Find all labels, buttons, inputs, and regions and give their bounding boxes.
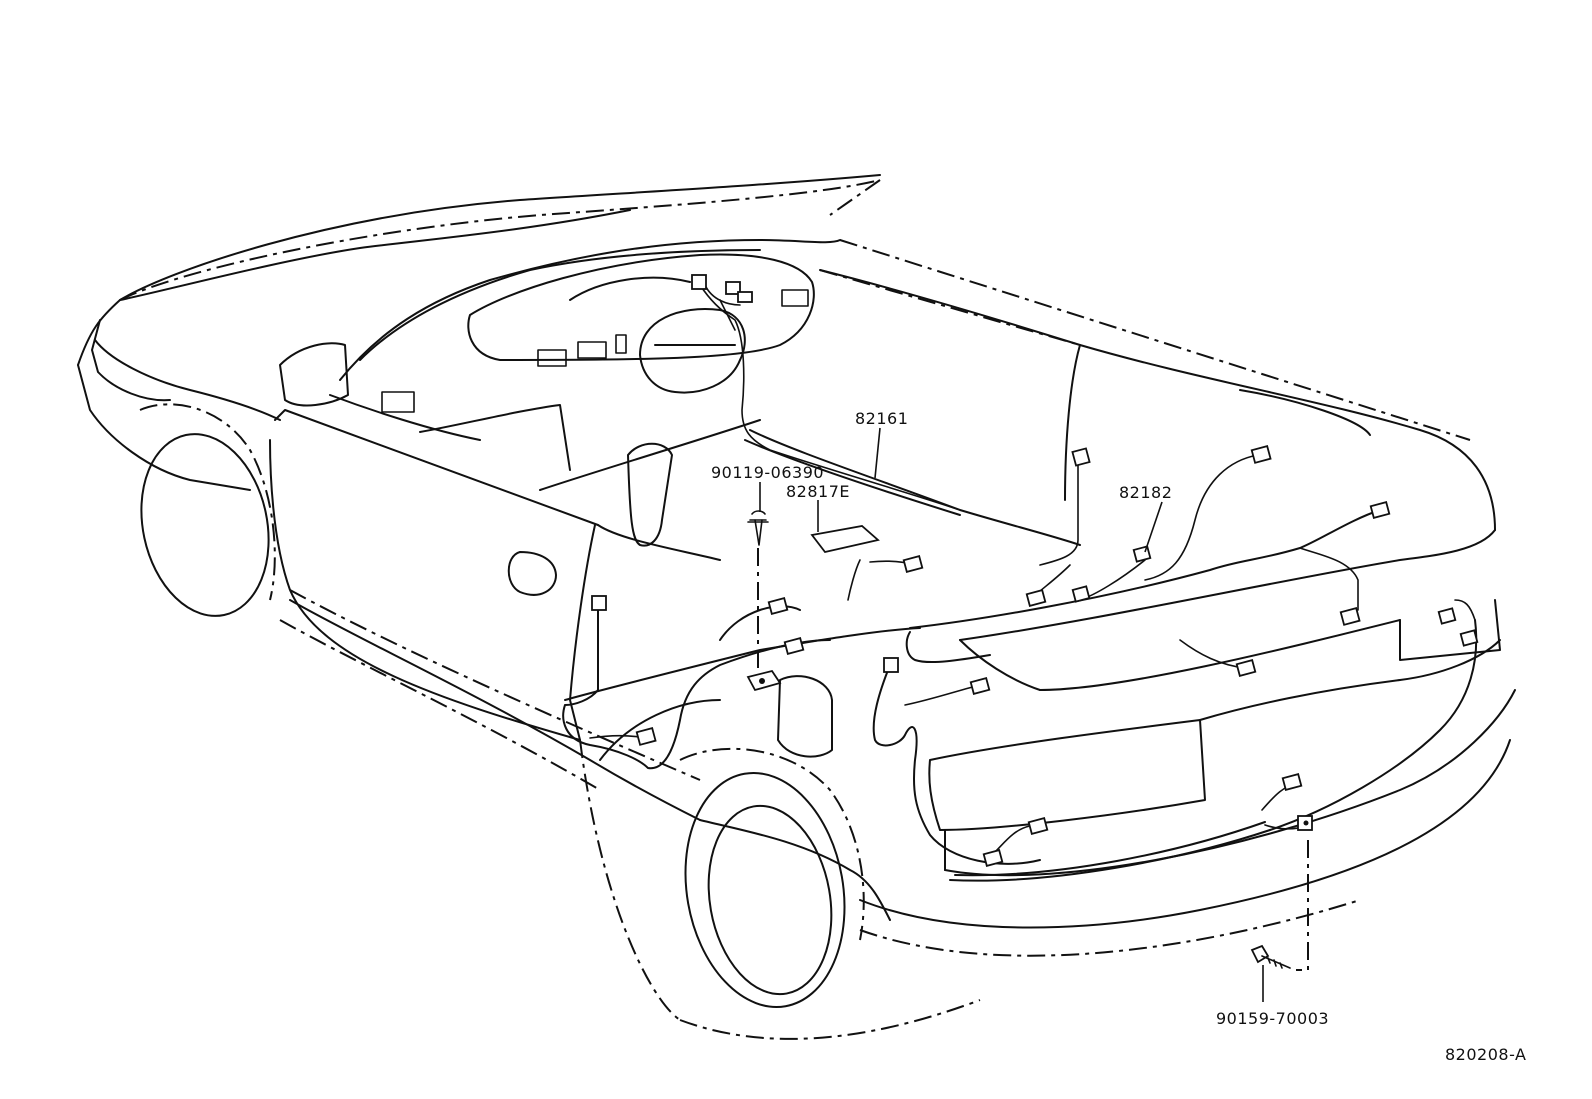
- label-82817e: 82817E: [786, 482, 850, 501]
- screw-icon: [1250, 944, 1291, 969]
- label-90159-70003: 90159-70003: [1216, 1009, 1329, 1028]
- connectors: [591, 274, 1479, 867]
- part-labels: 82161 90119-06390 82817E 82182 90159-700…: [711, 409, 1526, 1064]
- wire-harness: [562, 284, 1478, 882]
- label-82182: 82182: [1119, 483, 1172, 502]
- cover-pad: [810, 525, 880, 554]
- clamp-bolt-icon: [747, 510, 769, 546]
- leader-lines: [757, 427, 1309, 1002]
- figure-code: 820208-A: [1445, 1045, 1526, 1064]
- car-body: [77, 174, 1516, 1040]
- label-82161: 82161: [855, 409, 908, 428]
- label-90119-06390: 90119-06390: [711, 463, 824, 482]
